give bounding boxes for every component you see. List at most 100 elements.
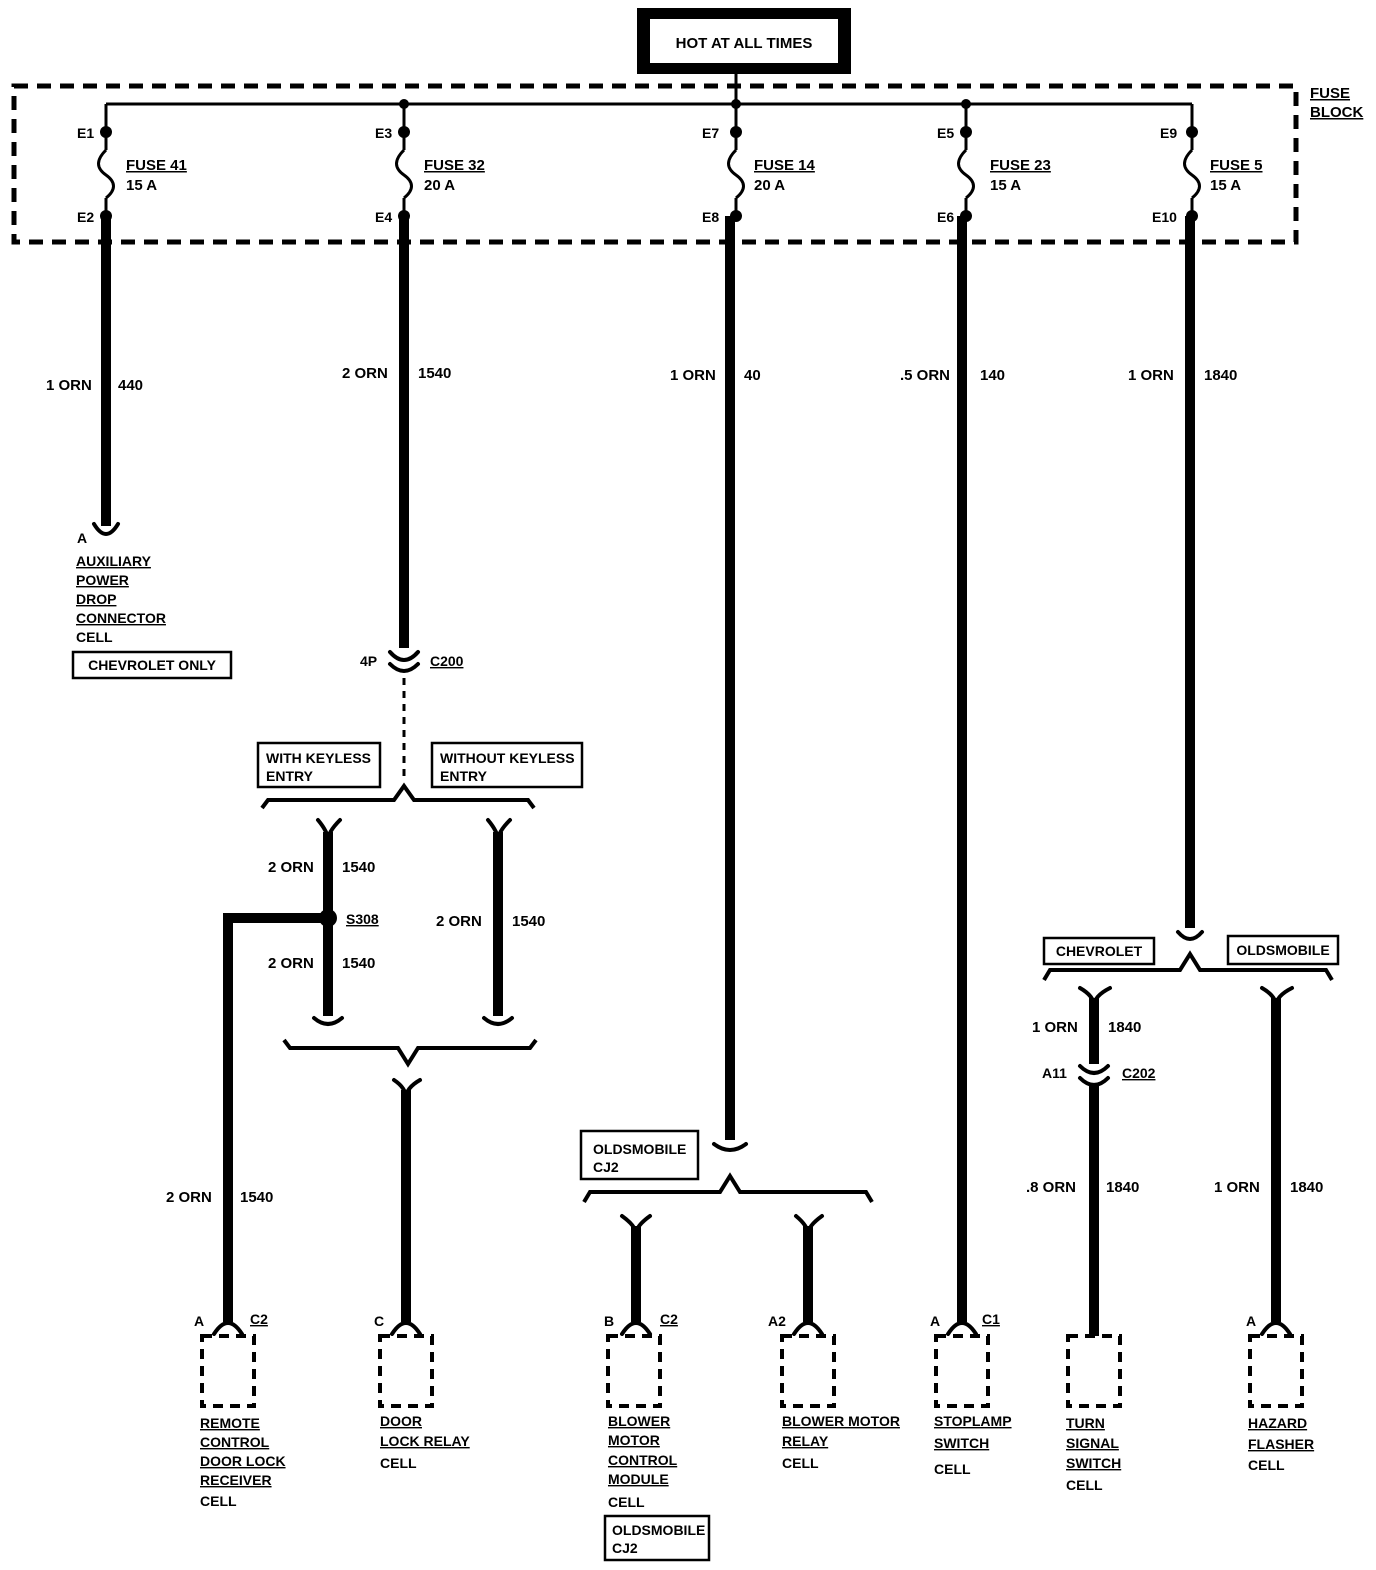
wire-1840-circuit: 1840 [1204,367,1237,384]
c200-pin: 4P [360,653,377,669]
stoplamp-connector: C1 [982,1311,1000,1327]
fuse-23: E5 E6 FUSE 23 15 A [937,104,1051,225]
remote-receiver-pin: A [194,1313,204,1329]
fuse-23-bottom-pin: E6 [937,209,954,225]
wire-440-gauge: 1 ORN [46,377,92,394]
wire-1540-circuit: 1540 [418,365,451,382]
fuse-14-bottom-pin: E8 [702,209,719,225]
with-keyless-label-2: ENTRY [266,768,314,784]
wire-40-circuit: 40 [744,367,761,384]
keyless-b-gauge: 2 ORN [268,955,314,972]
door-lock-relay-cell: CELL [380,1455,417,1471]
turn-signal-label-3: SWITCH [1066,1455,1121,1471]
door-lock-relay-pin: C [374,1313,384,1329]
fuse-block-label-1: FUSE [1310,85,1350,102]
without-keyless-label-1: WITHOUT KEYLESS [440,750,575,766]
remote-receiver-label-1: REMOTE [200,1415,260,1431]
fuse-41-top-pin: E1 [77,125,94,141]
without-keyless-circuit: 1540 [512,913,545,930]
blower-brace [582,1172,874,1204]
chev-1840-gauge: 1 ORN [1032,1019,1078,1036]
blower-module-label-3: CONTROL [608,1452,678,1468]
fuse-14: E7 E8 FUSE 14 20 A [702,104,816,225]
blower-module-pin: B [604,1313,614,1329]
hazard-1840-gauge: 1 ORN [1214,1179,1260,1196]
keyless-b-circuit: 1540 [342,955,375,972]
fuse-block-label-2: BLOCK [1310,104,1363,121]
fuse-14-top-pin: E7 [702,125,719,141]
turn-signal-label-2: SIGNAL [1066,1435,1119,1451]
turn-1840-circuit: 1840 [1106,1179,1139,1196]
remote-feed-gauge: 2 ORN [166,1189,212,1206]
blower-module-label-2: MOTOR [608,1432,660,1448]
power-source-label: HOT AT ALL TIMES [676,35,813,52]
wire-1540-gauge: 2 ORN [342,365,388,382]
chevrolet-only-box [71,650,233,680]
oldsmobile-label: OLDSMOBILE [1236,942,1329,958]
aux-label-3: DROP [76,591,116,607]
fuse-5-bottom-pin: E10 [1152,209,1177,225]
wire-140-gauge: .5 ORN [900,367,950,384]
blower-module-connector: C2 [660,1311,678,1327]
hazard-pin: A [1246,1313,1256,1329]
turn-signal-cell: CELL [1066,1477,1103,1493]
blower-module-cell: CELL [608,1494,645,1510]
chev-1840-circuit: 1840 [1108,1019,1141,1036]
fuse-5-top-pin: E9 [1160,125,1177,141]
blower-relay-cell: CELL [782,1455,819,1471]
remote-receiver-label-4: RECEIVER [200,1472,272,1488]
wire-140-circuit: 140 [980,367,1005,384]
door-lock-relay: C DOOR LOCK RELAY CELL [374,1313,470,1471]
wire-40-gauge: 1 ORN [670,367,716,384]
with-keyless-box [256,741,382,789]
aux-pin: A [77,530,87,546]
blower-module-label-1: BLOWER [608,1413,670,1429]
oldsmobile-cj2-label-2: CJ2 [593,1159,619,1175]
stoplamp-cell: CELL [934,1461,971,1477]
oldsmobile-box [1226,934,1340,966]
blower-relay-label-2: RELAY [782,1433,829,1449]
blower-motor-control-module: B C2 BLOWER MOTOR CONTROL MODULE CELL OL… [603,1311,711,1562]
fuse-23-top-pin: E5 [937,125,954,141]
remote-receiver-label-3: DOOR LOCK [200,1453,286,1469]
without-keyless-gauge: 2 ORN [436,913,482,930]
circuit-440: 1 ORN 440 A AUXILIARY POWER DROP CONNECT… [46,216,233,680]
hazard-label-2: FLASHER [1248,1436,1314,1452]
c200-name: C200 [430,653,464,669]
circuit-1840: 1 ORN 1840 CHEVROLET OLDSMOBILE 1 ORN 18… [1026,216,1340,1336]
aux-label-1: AUXILIARY [76,553,152,569]
hazard-1840-circuit: 1840 [1290,1179,1323,1196]
aux-label-2: POWER [76,572,129,588]
c202-name: C202 [1122,1065,1156,1081]
blower-module-option-2: CJ2 [612,1540,638,1556]
remote-receiver-label-2: CONTROL [200,1434,270,1450]
fuse-32-bottom-pin: E4 [375,209,392,225]
fuse-32-rating: 20 A [424,177,455,194]
fuse-5: E9 E10 FUSE 5 15 A [1152,104,1263,225]
chevrolet-only-label: CHEVROLET ONLY [88,657,216,673]
stoplamp-label-2: SWITCH [934,1435,989,1451]
turn-1840-gauge: .8 ORN [1026,1179,1076,1196]
oldsmobile-cj2-label-1: OLDSMOBILE [593,1141,686,1157]
with-keyless-label-1: WITH KEYLESS [266,750,371,766]
fuse-41-name: FUSE 41 [126,157,187,174]
turn-signal-label-1: TURN [1066,1415,1105,1431]
chevrolet-label: CHEVROLET [1056,943,1143,959]
stoplamp-pin: A [930,1313,940,1329]
remote-control-door-lock-receiver: A C2 REMOTE CONTROL DOOR LOCK RECEIVER C… [194,1311,286,1509]
splice-s308: S308 [346,911,379,927]
keyless-a-gauge: 2 ORN [268,859,314,876]
hazard-flasher: A HAZARD FLASHER CELL [1246,1313,1314,1473]
stoplamp-label-1: STOPLAMP [934,1413,1012,1429]
fuse-41: E1 E2 FUSE 41 15 A [77,104,187,225]
remote-receiver-connector: C2 [250,1311,268,1327]
circuit-1540: 2 ORN 1540 4P C200 WITH KEYLESS ENTRY WI… [166,216,584,1322]
fuse-23-name: FUSE 23 [990,157,1051,174]
fuse-5-name: FUSE 5 [1210,157,1263,174]
without-keyless-label-2: ENTRY [440,768,488,784]
blower-module-label-4: MODULE [608,1471,669,1487]
oldsmobile-cj2-box [579,1129,700,1181]
blower-module-option-box [603,1514,711,1562]
door-lock-relay-label-1: DOOR [380,1413,422,1429]
